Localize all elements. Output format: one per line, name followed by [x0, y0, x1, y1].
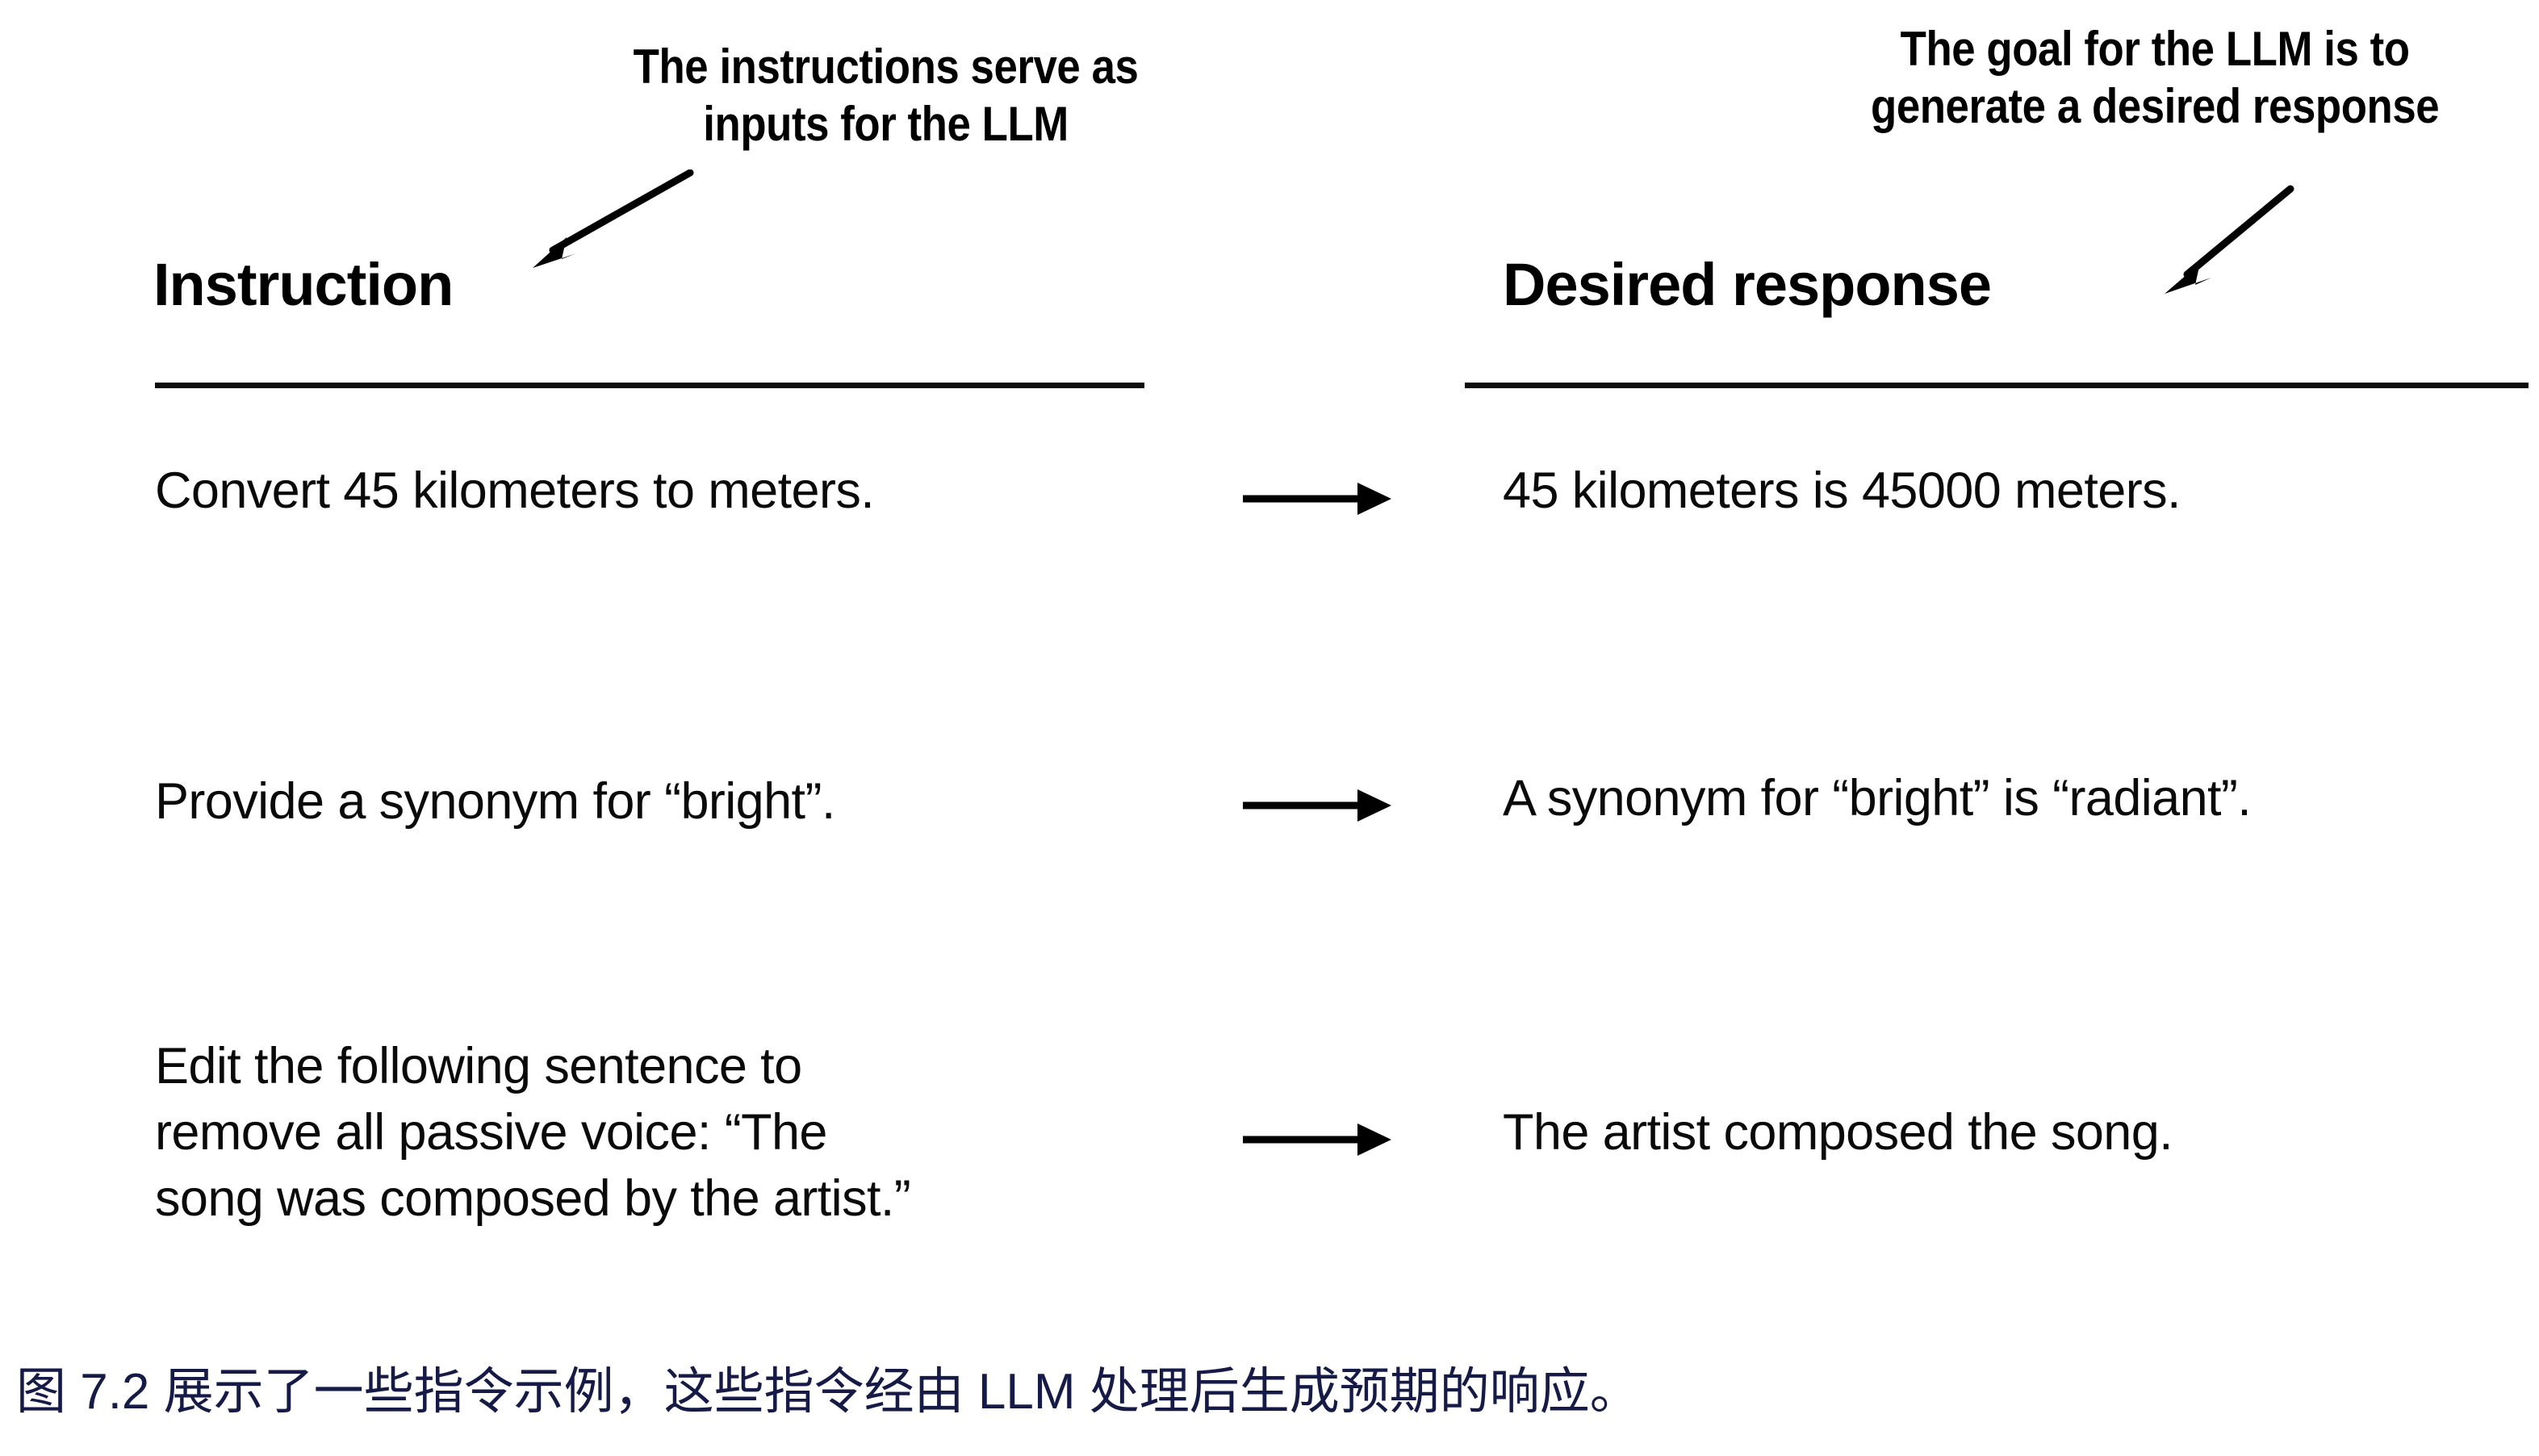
- arrow-right-icon-row-1: [1243, 483, 1391, 515]
- figure-caption: 图 7.2 展示了一些指令示例，这些指令经由 LLM 处理后生成预期的响应。: [16, 1364, 1640, 1420]
- instruction-cell-3: Edit the following sentence to remove al…: [155, 1038, 911, 1227]
- response-cell-2: A synonym for “bright” is “radiant”.: [1503, 770, 2252, 826]
- annotation-response-note: The goal for the LLM is to generate a de…: [1871, 22, 2440, 133]
- column-header-desired-response: Desired response: [1503, 251, 1992, 318]
- instruction-cell-2: Provide a synonym for “bright”.: [155, 773, 835, 830]
- arrow-right-icon-row-3: [1243, 1123, 1391, 1156]
- header-divider-left: [155, 383, 1144, 388]
- instruction-cell-1: Convert 45 kilometers to meters.: [155, 462, 875, 519]
- arrow-down-left-icon-left-annotation: [533, 169, 694, 268]
- response-cell-3: The artist composed the song.: [1503, 1104, 2173, 1161]
- header-divider-right: [1465, 383, 2529, 388]
- response-cell-1: 45 kilometers is 45000 meters.: [1503, 462, 2181, 519]
- arrow-right-icon-row-2: [1243, 789, 1391, 822]
- annotation-instruction-note: The instructions serve as inputs for the…: [633, 40, 1139, 151]
- arrow-down-left-icon-right-annotation: [2165, 185, 2294, 294]
- column-header-instruction: Instruction: [153, 251, 454, 318]
